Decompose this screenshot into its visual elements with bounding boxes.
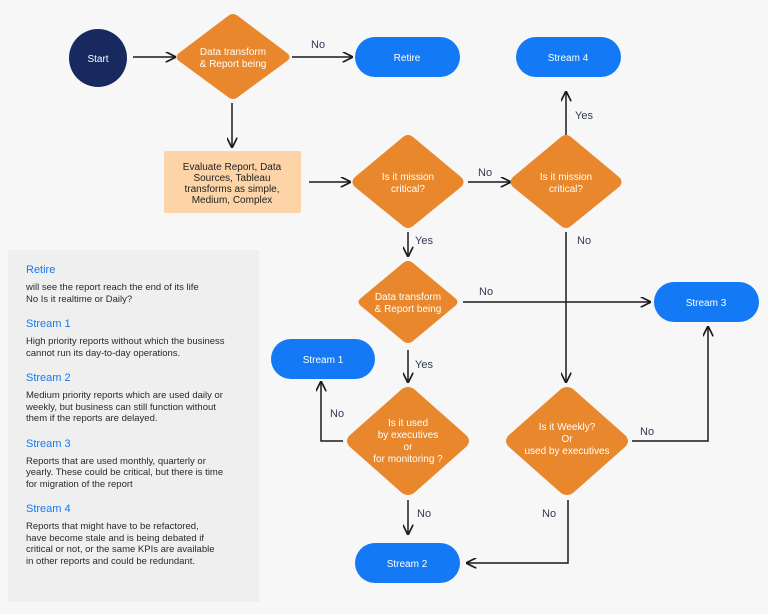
legend-item-stream4: Stream 4 Reports that might have to be r… (26, 503, 245, 567)
legend-description-line: them if the reports are delayed. (26, 413, 158, 424)
legend-item-retire: Retire will see the report reach the end… (26, 264, 245, 305)
legend-description-line: High priority reports without which the … (26, 336, 225, 347)
decision-used-by-executives: Is it used by executives or for monitori… (347, 387, 469, 495)
edge-label-no: No (311, 39, 325, 51)
legend-description-line: critical or not, or the same KPIs are av… (26, 544, 215, 555)
stream4-node: Stream 4 (516, 37, 621, 77)
legend-title: Stream 2 (26, 372, 71, 384)
legend-title: Stream 4 (26, 503, 71, 515)
evaluate-box: Evaluate Report, Data Sources, Tableau t… (164, 151, 301, 213)
decision-label-line: critical? (549, 184, 583, 195)
decision-label-line: Data transform (375, 292, 441, 303)
legend-description-line: Reports that might have to be refactored… (26, 521, 199, 532)
start-label: Start (87, 54, 108, 65)
edge-labels: No Yes No Yes No No Yes No No No No (311, 39, 654, 520)
decision-label-line: Is it Weekly? (539, 422, 596, 433)
legend-description-line: have become stale and is being debated i… (26, 532, 204, 544)
legend-description: will see the report reach the end of its… (26, 282, 245, 305)
decision-label-line: & Report being (375, 304, 442, 315)
decision-label-line: for monitoring ? (373, 454, 443, 465)
decision-mission-critical-right: Is it mission critical? (510, 135, 622, 228)
decision-report-being-mid: Data transform & Report being (358, 261, 458, 343)
legend-description-line: yearly. These could be critical, but the… (26, 467, 224, 478)
arrow-weekly-to-stream2 (467, 500, 569, 563)
stream1-label: Stream 1 (303, 355, 344, 366)
legend-description-line: for migration of the report (26, 478, 133, 490)
legend-description: Medium priority reports which are used d… (26, 390, 245, 425)
decision-label-line: or (404, 442, 414, 453)
evaluate-label-line: Sources, Tableau (193, 173, 270, 184)
legend-description-line: will see the report reach the end of its… (26, 282, 199, 293)
evaluate-label-line: Medium, Complex (192, 195, 273, 206)
edge-label-no: No (479, 286, 493, 298)
legend-description-line: weekly, but business can still function … (26, 401, 216, 413)
decision-report-being-top: Data transform & Report being (176, 14, 290, 99)
legend-description-line: in other reports and could be redundant. (26, 555, 196, 567)
evaluate-label-line: Evaluate Report, Data (183, 162, 282, 173)
start-node: Start (69, 29, 127, 87)
legend-item-stream2: Stream 2 Medium priority reports which a… (26, 372, 245, 425)
decision-label-line: used by executives (524, 446, 609, 457)
evaluate-label-line: transforms as simple, (184, 184, 279, 195)
decision-label-line: Is it mission (382, 172, 434, 183)
decision-label-line: Is it used (388, 418, 428, 429)
legend-item-stream1: Stream 1 High priority reports without w… (26, 318, 245, 359)
edge-label-no: No (542, 508, 556, 520)
edge-label-no: No (640, 426, 654, 438)
legend-description-line: Reports that are used monthly, quarterly… (26, 455, 206, 467)
edge-label-no: No (417, 508, 431, 520)
decision-label-line: Or (561, 434, 573, 445)
arrow-weekly-to-stream3 (632, 327, 708, 442)
decision-label-line: Data transform (200, 47, 266, 58)
arrow-executives-to-stream1 (321, 382, 343, 442)
edge-label-no: No (577, 235, 591, 247)
legend-description: High priority reports without which the … (26, 336, 245, 359)
legend-panel: Retire will see the report reach the end… (8, 250, 259, 602)
stream3-label: Stream 3 (686, 298, 727, 309)
stream2-label: Stream 2 (387, 559, 428, 570)
legend-description: Reports that are used monthly, quarterly… (26, 456, 245, 491)
stream4-label: Stream 4 (548, 53, 589, 64)
decision-weekly-or-executives: Is it Weekly? Or used by executives (506, 387, 628, 495)
legend-description-line: Medium priority reports which are used d… (26, 390, 223, 401)
stream3-node: Stream 3 (654, 282, 759, 322)
legend-description-line: cannot run its day-to-day operations. (26, 347, 181, 359)
edge-label-yes: Yes (415, 359, 433, 371)
decision-mission-critical-left: Is it mission critical? (352, 135, 464, 228)
legend-description-line: No Is it realtime or Daily? (26, 293, 133, 305)
legend-description: Reports that might have to be refactored… (26, 521, 245, 567)
decision-label-line: Is it mission (540, 172, 592, 183)
legend-item-stream3: Stream 3 Reports that are used monthly, … (26, 438, 245, 491)
retire-label: Retire (394, 53, 421, 64)
decision-label-line: by executives (378, 430, 439, 441)
legend-title: Stream 3 (26, 437, 71, 450)
connectors (133, 57, 708, 563)
edge-label-no: No (330, 408, 344, 420)
edge-label-yes: Yes (575, 110, 593, 122)
decision-label-line: & Report being (200, 59, 267, 70)
retire-node: Retire (355, 37, 460, 77)
decision-label-line: critical? (391, 184, 425, 195)
stream2-node: Stream 2 (355, 543, 460, 583)
stream1-node: Stream 1 (271, 339, 375, 379)
legend-title: Stream 1 (26, 318, 71, 330)
legend-title: Retire (26, 264, 56, 276)
edge-label-yes: Yes (415, 235, 433, 247)
edge-label-no: No (478, 167, 492, 179)
